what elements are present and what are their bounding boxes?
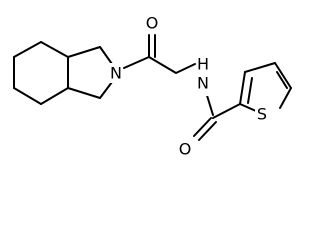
atom-label-O: O <box>179 140 192 159</box>
atom-O-ketone: O <box>145 13 159 33</box>
atom-label-N: N <box>197 74 209 93</box>
bond <box>239 71 246 105</box>
bond <box>40 41 69 58</box>
pyrrolidine-ring <box>67 46 113 99</box>
bond <box>244 62 276 73</box>
bond <box>40 87 69 105</box>
cyclohexane-ring <box>13 41 69 105</box>
atom-label-S: S <box>257 105 267 124</box>
bond <box>148 56 177 74</box>
bond <box>198 121 217 141</box>
bond <box>99 81 113 99</box>
bond <box>13 87 42 105</box>
atom-O-amide: O <box>178 139 192 159</box>
thiophene-ring <box>239 62 292 112</box>
bond <box>274 62 292 89</box>
bond <box>67 87 101 99</box>
bond <box>247 77 253 104</box>
atom-NH-amide: H N <box>196 55 210 96</box>
atom-label-O: O <box>146 14 159 33</box>
bond <box>276 71 288 89</box>
bond <box>212 103 241 119</box>
atom-S-thiophene: S <box>255 104 269 124</box>
bond <box>279 87 292 109</box>
atom-N-ring: N <box>109 63 123 83</box>
atom-label-N: N <box>110 64 122 83</box>
bond <box>175 63 196 74</box>
bond <box>123 56 150 69</box>
atom-label-H: H <box>197 55 209 74</box>
bond <box>239 103 257 112</box>
molecule-structure-diagram: N O H N O S <box>13 13 292 159</box>
bond <box>13 41 42 58</box>
bond <box>67 46 101 58</box>
bond <box>99 46 113 65</box>
bond <box>193 117 212 137</box>
